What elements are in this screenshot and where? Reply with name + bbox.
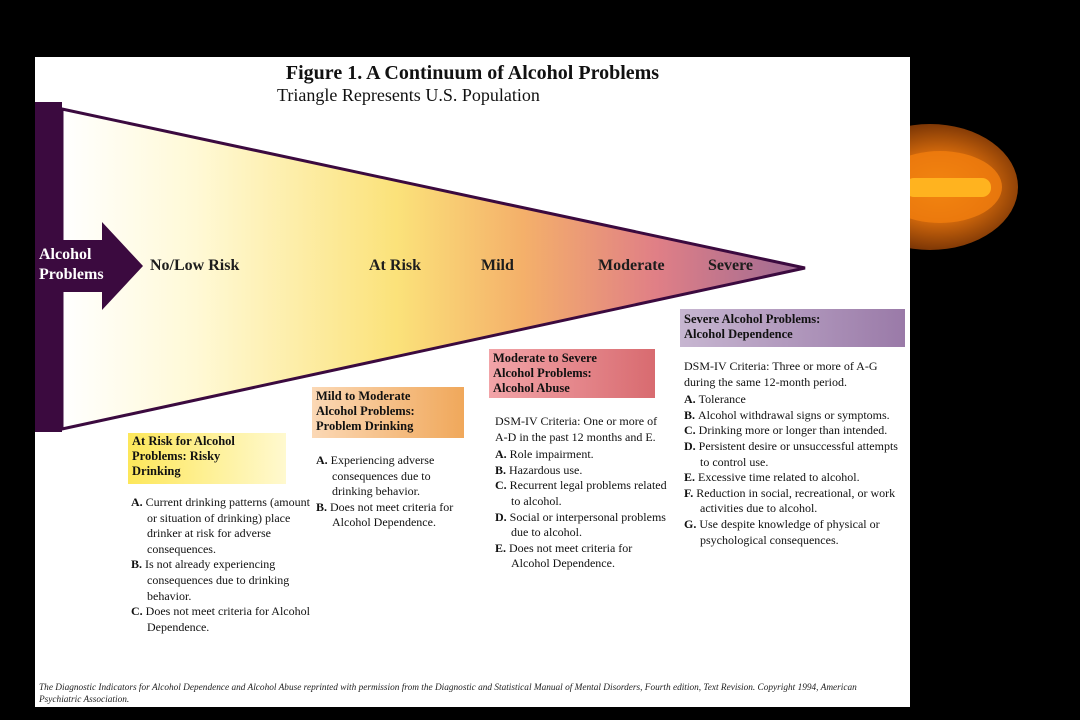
header-line: At Risk for Alcohol [132,434,235,448]
criteria-intro: DSM-IV Criteria: One or more of A-D in t… [495,414,658,444]
arrow-label-line2: Problems [39,266,104,283]
stage-severe: Severe [708,257,754,274]
criterion-item: D.Persistent desire or unsuccessful atte… [684,438,898,469]
criteria-moderate-severe: DSM-IV Criteria: One or more of A-D in t… [495,414,670,572]
criterion-item: B.Does not meet criteria for Alcohol Dep… [316,499,454,530]
stage-at-risk: At Risk [369,257,422,274]
criterion-item: C.Recurrent legal problems related to al… [495,478,667,508]
header-bg-moderate-severe [489,349,655,398]
alcohol-problems-arrow [35,222,143,310]
header-line: Alcohol Problems: [316,404,415,418]
criterion-item: A.Tolerance [684,392,746,407]
header-line: Alcohol Dependence [684,327,793,341]
criterion-item: C.Drinking more or longer than intended. [684,423,888,438]
criterion-item: A.Current drinking patterns (amount or s… [131,495,310,556]
header-severe: Severe Alcohol Problems: Alcohol Depende… [680,310,903,344]
criterion-item: D.Social or interpersonal problems due t… [495,509,666,540]
header-line: Problems: Risky [132,449,221,463]
criteria-mild-moderate: A.Experiencing adverse consequences due … [316,453,466,531]
continuum-triangle [35,102,905,484]
figure-subtitle: Triangle Represents U.S. Population [277,85,540,105]
arrow-label-line1: Alcohol [39,246,92,263]
criteria-severe: DSM-IV Criteria: Three or more of A-G du… [684,359,909,548]
stage-mild: Mild [481,257,514,274]
criteria-intro: DSM-IV Criteria: Three or more of A-G du… [684,359,878,389]
header-bg-severe [680,309,905,347]
stage-no-low-risk: No/Low Risk [150,257,240,274]
header-line: Severe Alcohol Problems: [684,312,821,326]
header-line: Problem Drinking [316,419,414,433]
criterion-item: G.Use despite knowledge of physical or p… [684,516,880,547]
criterion-item: B.Alcohol withdrawal signs or symptoms. [684,407,890,422]
header-line: Alcohol Abuse [493,381,570,395]
criterion-item: B.Hazardous use. [495,462,583,477]
header-bg-at-risk [128,433,286,484]
header-line: Mild to Moderate [316,389,411,403]
criterion-item: F.Reduction in social, recreational, or … [684,485,896,516]
criterion-item: B.Is not already experiencing consequenc… [131,557,290,603]
header-line: Moderate to Severe [493,351,597,365]
copyright-footnote: The Diagnostic Indicators for Alcohol De… [39,683,857,705]
header-bg-mild-moderate [312,387,464,438]
stage-moderate: Moderate [598,257,665,274]
header-line: Alcohol Problems: [493,366,592,380]
criteria-at-risk: A.Current drinking patterns (amount or s… [131,495,316,635]
header-mild-moderate: Mild to Moderate Alcohol Problems: Probl… [312,387,464,436]
figure-title: Figure 1. A Continuum of Alcohol Problem… [285,62,660,84]
criterion-item: A.Experiencing adverse consequences due … [316,453,435,499]
header-line: Drinking [132,464,181,478]
arrow-label: Alcohol Problems [39,245,104,285]
header-moderate-severe: Moderate to Severe Alcohol Problems: Alc… [489,349,655,398]
header-at-risk: At Risk for Alcohol Problems: Risky Drin… [128,432,286,481]
criterion-item: C.Does not meet criteria for Alcohol Dep… [131,604,310,634]
criterion-item: A.Role impairment. [495,447,594,462]
criterion-item: E.Does not meet criteria for Alcohol Dep… [495,540,633,571]
criterion-item: E.Excessive time related to alcohol. [684,470,860,485]
bullet-core [905,178,991,197]
figure-panel: Figure 1. A Continuum of Alcohol Problem… [35,57,910,707]
